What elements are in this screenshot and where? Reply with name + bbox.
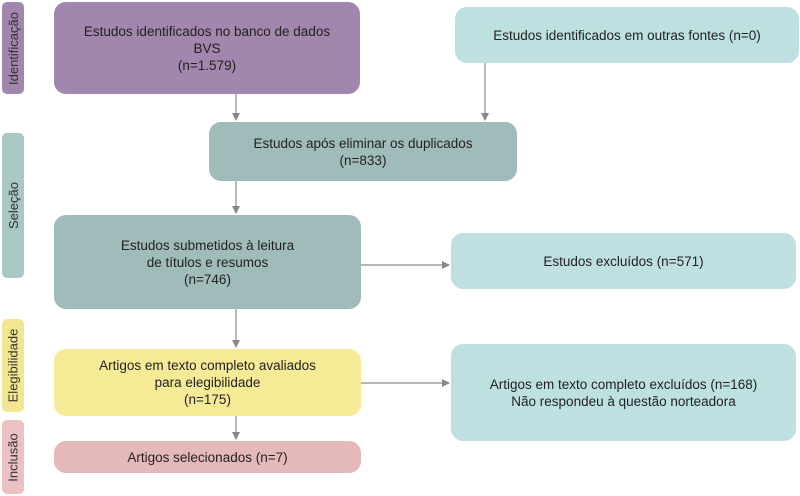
box-outras-fontes-line-1: Estudos identificados em outras fontes (… <box>493 27 761 43</box>
box-leitura-line-3: (n=746) <box>184 271 231 287</box>
box-elegibilidade-line-3: (n=175) <box>184 392 231 407</box>
box-leitura-line-2: de títulos e resumos <box>146 254 269 270</box>
box-bvs: Estudos identificados no banco de dados … <box>54 2 360 94</box>
phase-selecao: Seleção <box>2 133 24 278</box>
box-elegibilidade: Artigos em texto completo avaliados para… <box>54 349 361 416</box>
box-duplicados-line-1: Estudos após eliminar os duplicados <box>253 135 473 151</box>
box-excluidos-texto-line-2: Não respondeu à questão norteadora <box>511 393 736 409</box>
phase-identificacao: Identificação <box>2 2 24 94</box>
box-excluidos-line-1: Estudos excluídos (n=571) <box>543 253 704 269</box>
box-leitura: Estudos submetidos à leitura de títulos … <box>54 215 361 309</box>
box-duplicados-line-2: (n=833) <box>339 152 387 168</box>
box-selecionados-line-1: Artigos selecionados (n=7) <box>127 449 288 465</box>
box-duplicados: Estudos após eliminar os duplicados (n=8… <box>209 122 517 181</box>
box-excluidos-texto: Artigos em texto completo excluídos (n=1… <box>451 344 796 441</box>
box-bvs-line-2: BVS <box>193 40 221 56</box>
box-outras-fontes: Estudos identificados em outras fontes (… <box>455 7 799 63</box>
phase-inclusao: Inclusão <box>2 420 24 494</box>
box-bvs-line-1: Estudos identificados no banco de dados <box>83 23 331 39</box>
box-elegibilidade-line-1: Artigos em texto completo avaliados <box>99 358 316 373</box>
phase-elegibilidade: Elegibilidade <box>2 319 24 412</box>
box-elegibilidade-line-2: para elegibilidade <box>154 375 261 390</box>
box-leitura-line-1: Estudos submetidos à leitura <box>120 237 295 253</box>
box-selecionados: Artigos selecionados (n=7) <box>54 441 361 473</box>
box-excluidos-texto-line-1: Artigos em texto completo excluídos (n=1… <box>489 376 758 392</box>
box-excluidos: Estudos excluídos (n=571) <box>451 233 796 289</box>
box-bvs-line-3: (n=1.579) <box>177 57 237 73</box>
